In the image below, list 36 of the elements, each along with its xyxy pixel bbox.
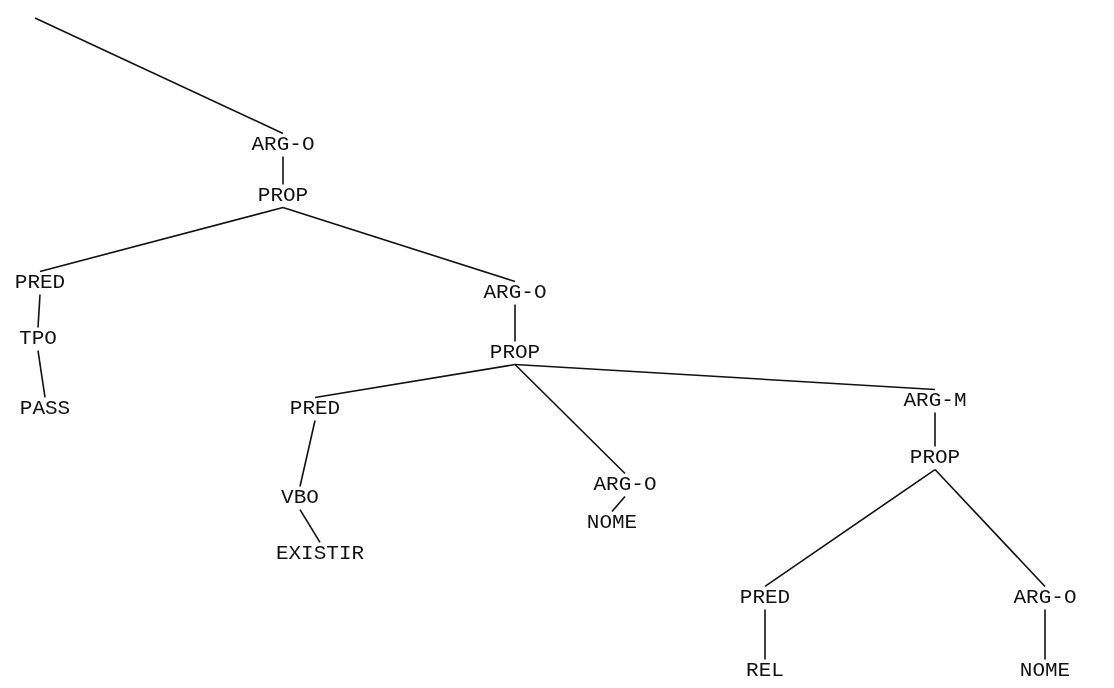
tree-branch-line <box>611 495 626 513</box>
tree-node-label: REL <box>745 659 785 683</box>
tree-node-label: ARG-O <box>592 473 658 497</box>
tree-node-label: PASS <box>18 397 72 421</box>
tree-branch-line <box>34 17 284 135</box>
tree-branch-line <box>514 363 936 391</box>
tree-branch-line <box>764 608 766 661</box>
tree-branch-line <box>934 468 1046 588</box>
tree-branch-line <box>764 468 936 588</box>
tree-branch-line <box>314 363 516 399</box>
tree-branch-line <box>514 363 626 475</box>
tree-branch-line <box>514 303 516 343</box>
tree-node-label: PROP <box>908 446 962 470</box>
tree-node-label: ARG-O <box>250 133 316 157</box>
tree-branch-line <box>299 419 316 488</box>
tree-node-label: ARG-M <box>902 389 968 413</box>
tree-branch-line <box>934 411 936 448</box>
tree-branch-line <box>282 206 516 283</box>
tree-node-label: PROP <box>488 341 542 365</box>
tree-branch-line <box>1044 608 1046 661</box>
tree-branch-line <box>299 508 321 544</box>
tree-branch-line <box>37 349 46 399</box>
tree-node-label: TPO <box>18 327 58 351</box>
tree-node-label: PRED <box>13 271 67 295</box>
tree-branch-line <box>37 293 41 329</box>
tree-node-label: NOME <box>1018 659 1072 683</box>
tree-node-label: EXISTIR <box>274 542 366 566</box>
tree-node-label: ARG-O <box>1012 586 1078 610</box>
tree-node-label: PROP <box>256 184 310 208</box>
tree-node-label: ARG-O <box>482 281 548 305</box>
tree-branch-line <box>282 155 284 186</box>
tree-node-label: PRED <box>738 586 792 610</box>
tree-node-label: VBO <box>280 486 320 510</box>
tree-branch-line <box>39 206 284 273</box>
tree-node-label: NOME <box>585 511 639 535</box>
tree-node-label: PRED <box>288 397 342 421</box>
